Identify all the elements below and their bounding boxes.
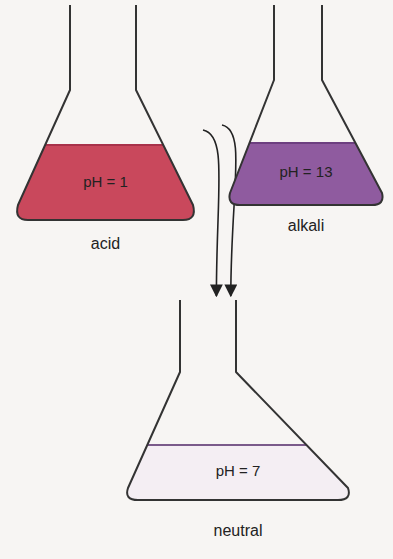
flask: pH = 1 acid <box>8 5 203 270</box>
mixing-arrow <box>203 130 219 296</box>
liquid-surface <box>118 444 358 446</box>
liquid <box>222 143 390 206</box>
liquid <box>118 445 358 501</box>
flask-label: neutral <box>118 522 358 540</box>
flask: pH = 7 neutral <box>118 300 358 550</box>
flask-drawing <box>118 300 358 550</box>
liquid <box>8 145 203 221</box>
ph-value: pH = 1 <box>8 173 203 190</box>
flask-drawing <box>222 5 390 245</box>
ph-value: pH = 7 <box>118 462 358 479</box>
flask: pH = 13 alkali <box>222 5 390 245</box>
flask-drawing <box>8 5 203 270</box>
liquid-surface <box>8 144 203 146</box>
mixing-arrow <box>222 125 236 296</box>
liquid-surface <box>222 142 390 144</box>
flask-label: alkali <box>222 217 390 235</box>
flask-label: acid <box>8 235 203 253</box>
ph-value: pH = 13 <box>222 163 390 180</box>
